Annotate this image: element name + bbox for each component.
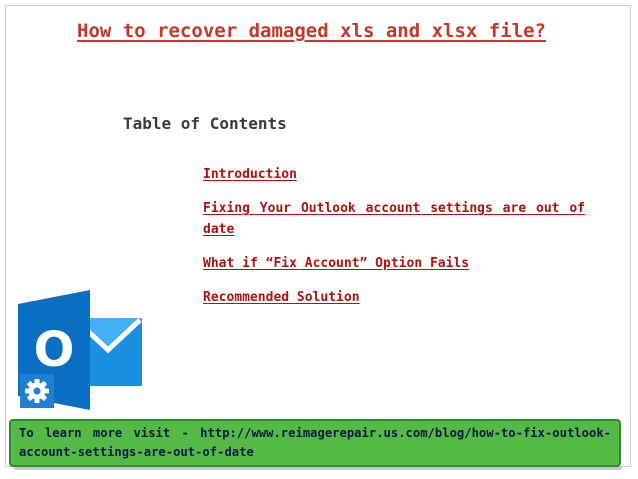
toc-link-fixing-outlook-settings[interactable]: Fixing Your Outlook account settings are… bbox=[203, 201, 585, 237]
gear-icon bbox=[20, 374, 54, 408]
footer-banner[interactable]: To learn more visit - http://www.reimage… bbox=[9, 419, 621, 467]
outlook-icon: O bbox=[18, 290, 144, 410]
outlook-letter: O bbox=[34, 322, 75, 378]
toc-heading: Table of Contents bbox=[123, 114, 287, 133]
list-item: Introduction bbox=[203, 164, 585, 185]
table-of-contents: Introduction Fixing Your Outlook account… bbox=[203, 164, 585, 321]
list-item: Recommended Solution bbox=[203, 287, 585, 308]
toc-link-fix-account-fails[interactable]: What if “Fix Account” Option Fails bbox=[203, 256, 470, 271]
list-item: Fixing Your Outlook account settings are… bbox=[203, 198, 585, 240]
list-item: What if “Fix Account” Option Fails bbox=[203, 253, 585, 274]
footer-shadow bbox=[13, 466, 623, 470]
toc-link-recommended-solution[interactable]: Recommended Solution bbox=[203, 290, 360, 305]
toc-link-introduction[interactable]: Introduction bbox=[203, 167, 297, 182]
slide-title: How to recover damaged xls and xlsx file… bbox=[77, 20, 546, 42]
